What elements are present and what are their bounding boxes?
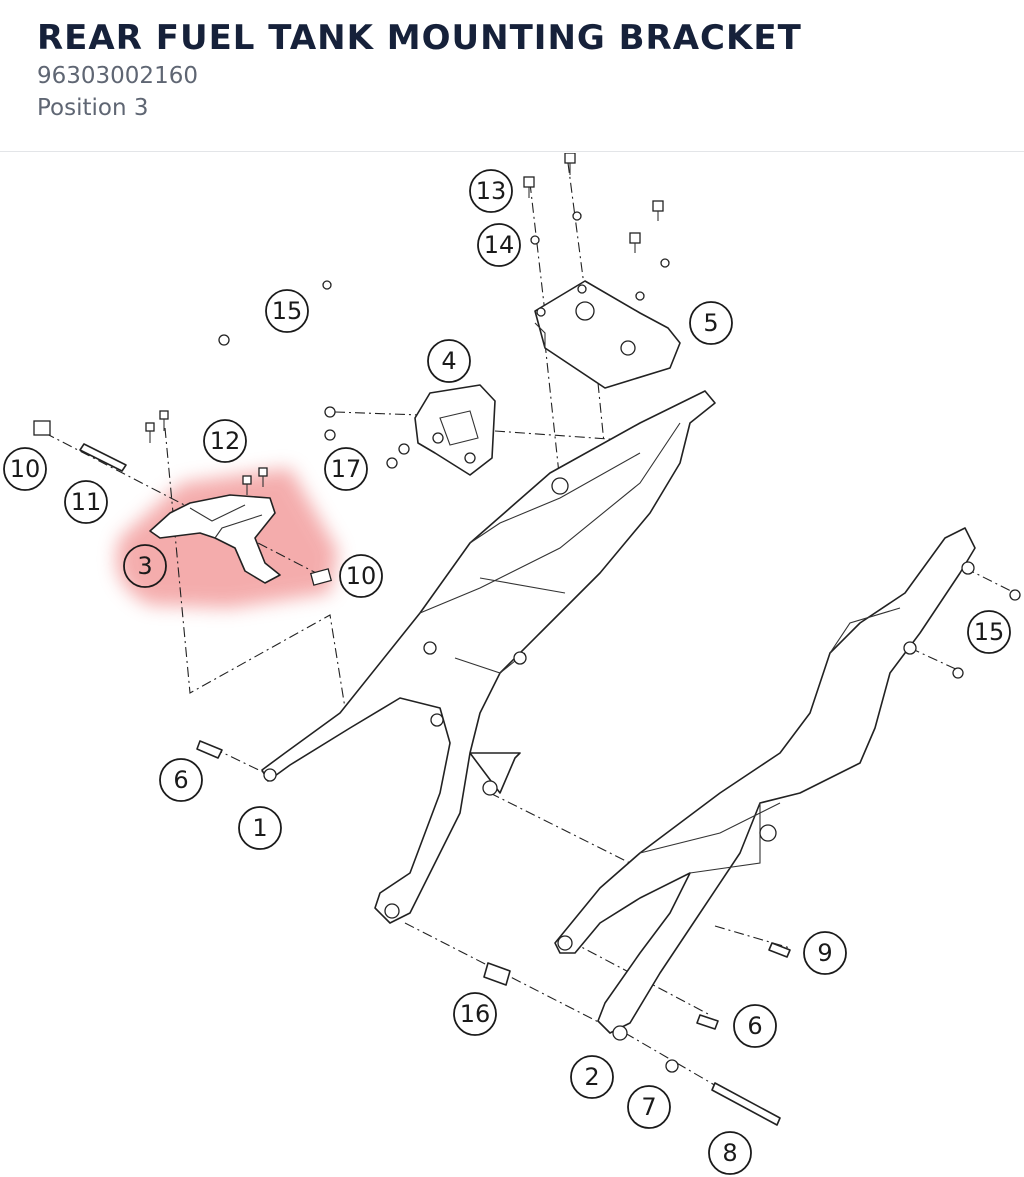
svg-text:1: 1 [252, 814, 267, 842]
svg-text:4: 4 [441, 347, 456, 375]
svg-text:8: 8 [722, 1139, 737, 1167]
callout-6-bottom[interactable]: 6 [733, 1004, 777, 1048]
callout-13[interactable]: 13 [469, 169, 513, 213]
callout-2[interactable]: 2 [570, 1055, 614, 1099]
svg-text:15: 15 [974, 618, 1005, 646]
svg-text:7: 7 [641, 1093, 656, 1121]
callout-10[interactable]: 10 [3, 447, 47, 491]
hardware-bottom [196, 589, 1021, 1126]
page-title: REAR FUEL TANK MOUNTING BRACKET [37, 18, 802, 58]
svg-text:2: 2 [584, 1063, 599, 1091]
part-number: 96303002160 [37, 63, 198, 89]
hardware-top [218, 153, 670, 346]
callout-7[interactable]: 7 [627, 1085, 671, 1129]
plate-part-5 [534, 280, 681, 389]
callout-11[interactable]: 11 [64, 480, 108, 524]
svg-text:10: 10 [10, 455, 41, 483]
svg-text:6: 6 [747, 1012, 762, 1040]
svg-text:10: 10 [346, 562, 377, 590]
callout-9[interactable]: 9 [803, 931, 847, 975]
callout-3[interactable]: 3 [123, 544, 167, 588]
svg-text:11: 11 [71, 488, 102, 516]
callout-5[interactable]: 5 [689, 301, 733, 345]
callout-15-right[interactable]: 15 [967, 610, 1011, 654]
svg-text:9: 9 [817, 939, 832, 967]
svg-text:5: 5 [703, 309, 718, 337]
svg-text:15: 15 [272, 297, 303, 325]
hardware-left [33, 410, 268, 495]
tank-bracket-part-3 [149, 494, 333, 586]
callout-12[interactable]: 12 [203, 419, 247, 463]
rear-frame-part-1 [261, 390, 716, 924]
callout-8[interactable]: 8 [708, 1131, 752, 1175]
callout-6[interactable]: 6 [159, 758, 203, 802]
callout-10-right[interactable]: 10 [339, 554, 383, 598]
svg-text:13: 13 [476, 177, 507, 205]
svg-text:17: 17 [331, 455, 362, 483]
svg-text:6: 6 [173, 766, 188, 794]
callout-15[interactable]: 15 [265, 289, 309, 333]
exploded-parts-diagram: 13 14 15 5 4 12 10 11 17 3 10 15 6 1 9 1… [3, 153, 1021, 1175]
svg-text:16: 16 [460, 1000, 491, 1028]
callout-16[interactable]: 16 [453, 992, 497, 1036]
callout-4[interactable]: 4 [427, 339, 471, 383]
svg-text:14: 14 [484, 231, 515, 259]
bracket-part-4 [324, 384, 496, 476]
callout-1[interactable]: 1 [238, 806, 282, 850]
svg-text:3: 3 [137, 552, 152, 580]
callout-14[interactable]: 14 [477, 223, 521, 267]
position-label: Position 3 [37, 95, 149, 121]
callout-17[interactable]: 17 [324, 447, 368, 491]
subframe-part-2 [554, 527, 976, 1041]
page-header: REAR FUEL TANK MOUNTING BRACKET 96303002… [0, 0, 1024, 152]
svg-text:12: 12 [210, 427, 241, 455]
